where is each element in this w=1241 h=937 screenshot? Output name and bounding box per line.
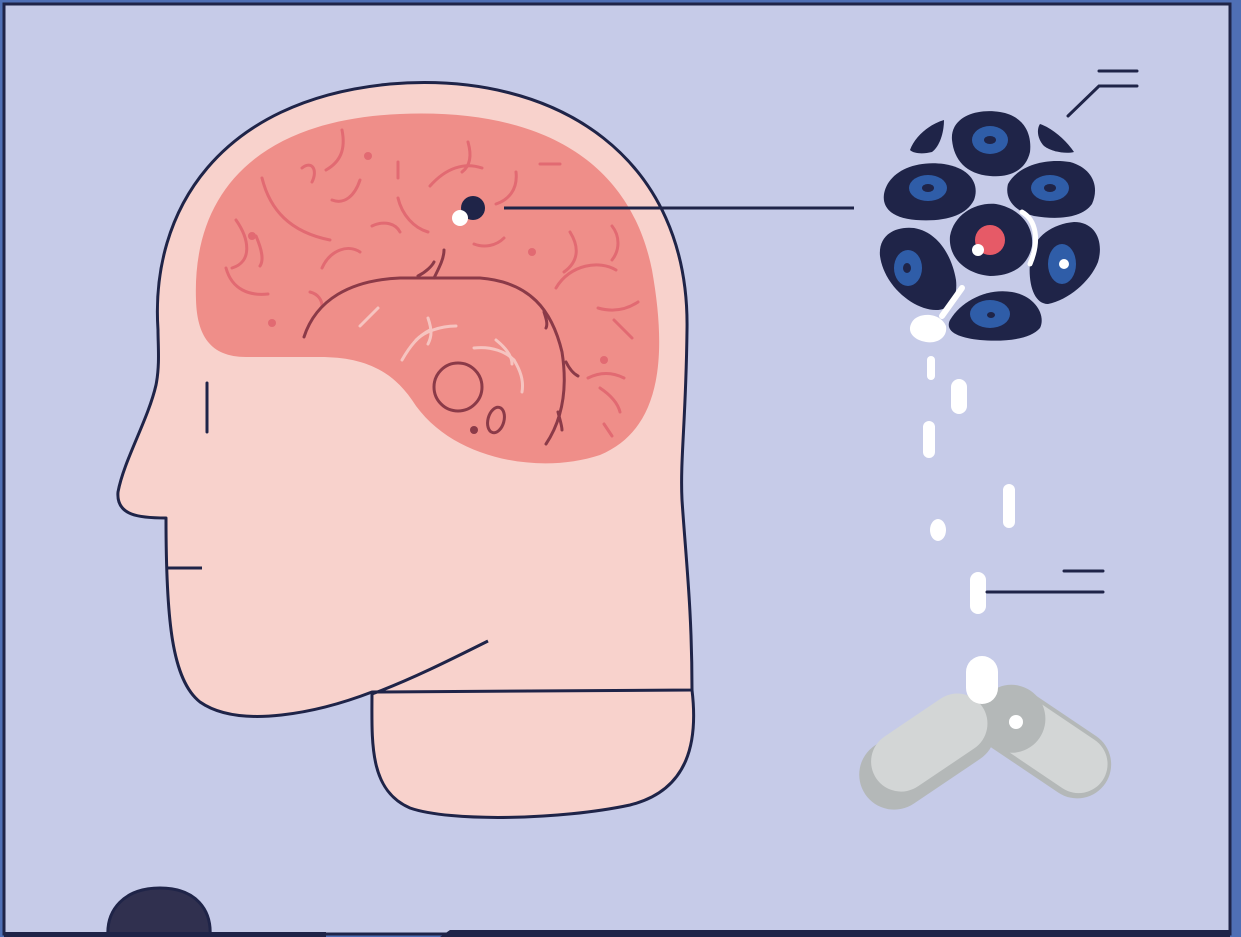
capsule-dot bbox=[1009, 715, 1023, 729]
capsule-particle bbox=[966, 656, 998, 704]
brain-target-highlight bbox=[452, 210, 468, 226]
brain-inner-dot bbox=[470, 426, 478, 434]
page-edge bbox=[1232, 0, 1241, 937]
bottom-panel-left bbox=[4, 932, 326, 937]
cell-target-highlight bbox=[972, 244, 984, 256]
bottom-panel-right bbox=[440, 930, 1230, 937]
neck bbox=[372, 690, 694, 817]
cell-nucleus-white-dot bbox=[1059, 259, 1069, 269]
